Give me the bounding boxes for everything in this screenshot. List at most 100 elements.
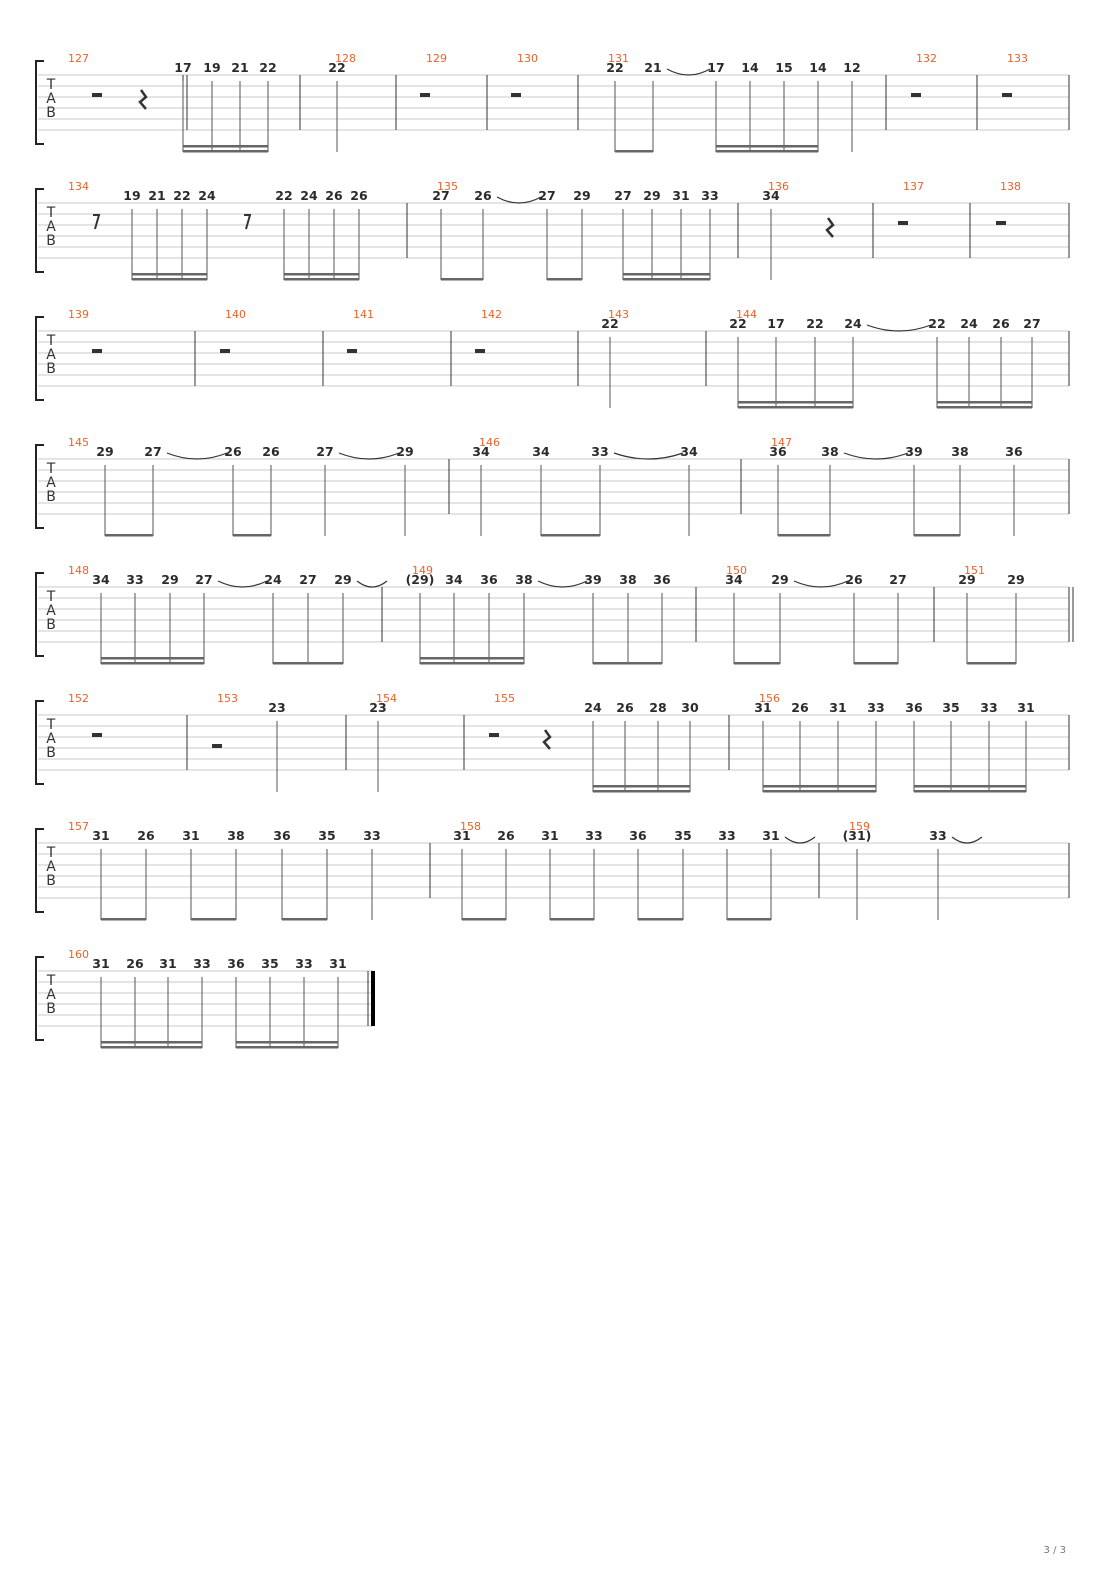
fret-number: 35 — [942, 700, 959, 715]
fret-number: 39 — [584, 572, 601, 587]
fret-number: 22 — [606, 60, 623, 75]
fret-number: 38 — [227, 828, 244, 843]
fret-number: 22 — [259, 60, 276, 75]
fret-number: 38 — [821, 444, 838, 459]
measure-number: 151 — [964, 564, 985, 577]
note-beam — [623, 278, 710, 281]
fret-number: 33 — [126, 572, 143, 587]
final-barline — [371, 971, 375, 1026]
measure-number: 150 — [726, 564, 747, 577]
rest-symbol — [92, 349, 102, 353]
rest-symbol — [825, 217, 835, 238]
fret-number: 21 — [231, 60, 248, 75]
fret-number: 35 — [261, 956, 278, 971]
fret-number: 36 — [653, 572, 671, 587]
tab-clef-letter: A — [46, 603, 56, 619]
note-beam — [623, 273, 710, 276]
fret-number: 26 — [137, 828, 155, 843]
fret-number: 27 — [432, 188, 449, 203]
fret-number: 21 — [148, 188, 165, 203]
fret-number: 27 — [144, 444, 161, 459]
note-beam — [420, 657, 524, 660]
note-beam — [233, 534, 271, 537]
fret-number: 31 — [329, 956, 346, 971]
fret-number: 22 — [729, 316, 746, 331]
fret-number: 19 — [123, 188, 140, 203]
fret-number: 19 — [203, 60, 220, 75]
note-beam — [101, 662, 204, 665]
tab-clef-letter: T — [46, 589, 56, 605]
note-beam — [738, 406, 853, 409]
fret-number: 22 — [328, 60, 345, 75]
fret-number: 33 — [718, 828, 735, 843]
fret-number: 33 — [193, 956, 210, 971]
fret-number: 23 — [369, 700, 386, 715]
tie-arc — [843, 452, 909, 460]
fret-number: 38 — [515, 572, 532, 587]
measure-number: 154 — [376, 692, 397, 705]
fret-number: 31 — [159, 956, 176, 971]
note-beam — [441, 278, 483, 281]
measure-number: 156 — [759, 692, 780, 705]
tab-clef-letter: B — [46, 745, 56, 761]
fret-number: 36 — [769, 444, 787, 459]
tab-clef-letter: T — [46, 461, 56, 477]
rest-symbol — [1002, 93, 1012, 97]
measure-number: 137 — [903, 180, 924, 193]
fret-number: 27 — [538, 188, 555, 203]
measure-number: 144 — [736, 308, 757, 321]
rest-symbol — [511, 93, 521, 97]
fret-number: 33 — [929, 828, 946, 843]
fret-number: 24 — [584, 700, 602, 715]
measure-number: 135 — [437, 180, 458, 193]
measure-number: 155 — [494, 692, 515, 705]
rest-symbol — [542, 729, 552, 750]
note-beam — [462, 918, 506, 921]
fret-number: 31 — [672, 188, 689, 203]
rest-symbol — [996, 221, 1006, 225]
tab-clef-letter: B — [46, 489, 56, 505]
note-beam — [273, 662, 343, 665]
fret-number: 24 — [960, 316, 978, 331]
fret-number: 27 — [614, 188, 631, 203]
note-beam — [132, 278, 207, 281]
note-beam — [101, 1046, 202, 1049]
measure-number: 143 — [608, 308, 629, 321]
tie-arc — [356, 580, 388, 588]
fret-number: 24 — [300, 188, 318, 203]
fret-number: 36 — [905, 700, 923, 715]
tab-clef-letter: B — [46, 617, 56, 633]
fret-number: 36 — [227, 956, 245, 971]
tie-arc — [666, 68, 711, 76]
fret-number: 31 — [1017, 700, 1034, 715]
measure-number: 141 — [353, 308, 374, 321]
tab-clef-letter: A — [46, 475, 56, 491]
system-bracket — [35, 444, 44, 529]
fret-number: 31 — [182, 828, 199, 843]
fret-number: 36 — [273, 828, 291, 843]
measure-number: 134 — [68, 180, 89, 193]
system-bracket — [35, 188, 44, 273]
note-beam — [854, 662, 898, 665]
fret-number: 17 — [174, 60, 191, 75]
tie-arc — [217, 580, 268, 588]
fret-number: 31 — [541, 828, 558, 843]
fret-number: 28 — [649, 700, 666, 715]
note-beam — [734, 662, 780, 665]
note-beam — [593, 785, 690, 788]
fret-number: 24 — [198, 188, 216, 203]
fret-number: 31 — [829, 700, 846, 715]
note-beam — [183, 150, 268, 153]
note-beam — [284, 278, 359, 281]
fret-number: 34 — [762, 188, 780, 203]
fret-number: 29 — [396, 444, 413, 459]
note-beam — [638, 918, 683, 921]
fret-number: 12 — [843, 60, 860, 75]
note-beam — [541, 534, 600, 537]
tie-arc — [338, 452, 400, 460]
